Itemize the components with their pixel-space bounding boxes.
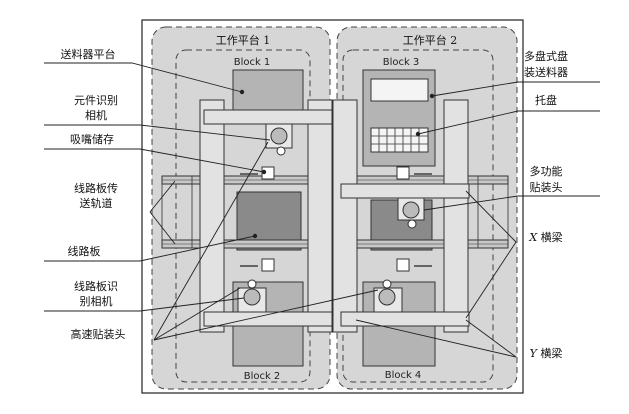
high-speed-head-bottom-right bbox=[373, 279, 403, 313]
label-multi-tray-feeder-line2: 装送料器 bbox=[524, 65, 568, 79]
feeder-platform-top bbox=[232, 69, 304, 111]
tray-grid bbox=[370, 127, 429, 153]
block-2-label: Block 2 bbox=[244, 371, 281, 382]
label-pcb-camera-line2: 别相机 bbox=[80, 294, 113, 308]
block-4-label: Block 4 bbox=[385, 370, 422, 381]
left-labels: 送料器平台 元件识别 相机 吸嘴储存 线路板传 送轨道 线路板 线路板识 别相机… bbox=[61, 47, 126, 341]
label-multi-head-line1: 多功能 bbox=[530, 164, 563, 178]
x-beam-bottom-right bbox=[340, 311, 470, 327]
x-beam-bottom-left bbox=[203, 311, 333, 327]
label-component-camera-line1: 元件识别 bbox=[74, 94, 118, 107]
left-leader-lines bbox=[44, 62, 379, 341]
nozzle-storage-right-mid bbox=[396, 258, 410, 272]
nozzle-storage-mid bbox=[261, 258, 275, 272]
label-component-camera-line2: 相机 bbox=[85, 108, 107, 122]
nozzle-storage-top bbox=[261, 166, 275, 180]
label-y-beam: Y 横梁 bbox=[530, 346, 563, 360]
label-nozzle-storage: 吸嘴储存 bbox=[70, 132, 114, 146]
tray-grid-lines bbox=[371, 128, 428, 152]
block-1-label: Block 1 bbox=[234, 57, 271, 68]
y-beam-right-mid bbox=[332, 99, 358, 333]
label-pcb-track-line2: 送轨道 bbox=[80, 196, 113, 210]
right-labels: 多盘式盘 装送料器 托盘 多功能 贴装头 X 横梁 Y 横梁 bbox=[524, 49, 568, 360]
label-tray: 托盘 bbox=[535, 93, 557, 107]
work-platform-2-label: 工作平台 2 bbox=[403, 33, 458, 47]
multi-function-head bbox=[397, 197, 425, 229]
label-multi-head-line2: 贴装头 bbox=[530, 180, 563, 194]
right-leader-lines bbox=[355, 81, 600, 358]
label-pcb: 线路板 bbox=[68, 244, 101, 258]
high-speed-head-top bbox=[265, 123, 293, 156]
label-pcb-camera-line1: 线路板识 bbox=[74, 279, 118, 293]
label-pcb-track-line1: 线路板传 bbox=[74, 181, 118, 195]
y-beam-left-inner bbox=[307, 99, 333, 333]
tray-feeder-window bbox=[370, 78, 429, 102]
nozzle-storage-right-top bbox=[396, 166, 410, 180]
high-speed-head-bottom bbox=[237, 279, 267, 313]
work-platform-1-label: 工作平台 1 bbox=[216, 33, 271, 47]
block-3-label: Block 3 bbox=[383, 57, 420, 68]
label-high-speed-head: 高速贴装头 bbox=[71, 327, 126, 341]
y-beam-right-outer bbox=[443, 99, 469, 333]
outer-frame bbox=[141, 19, 524, 394]
x-beam-middle-right bbox=[340, 183, 470, 199]
y-beam-left-outer bbox=[199, 99, 225, 333]
label-feeder-platform: 送料器平台 bbox=[61, 47, 116, 61]
label-multi-tray-feeder-line1: 多盘式盘 bbox=[524, 49, 568, 63]
label-x-beam: X 横梁 bbox=[528, 230, 562, 244]
x-beam-top-left bbox=[203, 109, 333, 125]
